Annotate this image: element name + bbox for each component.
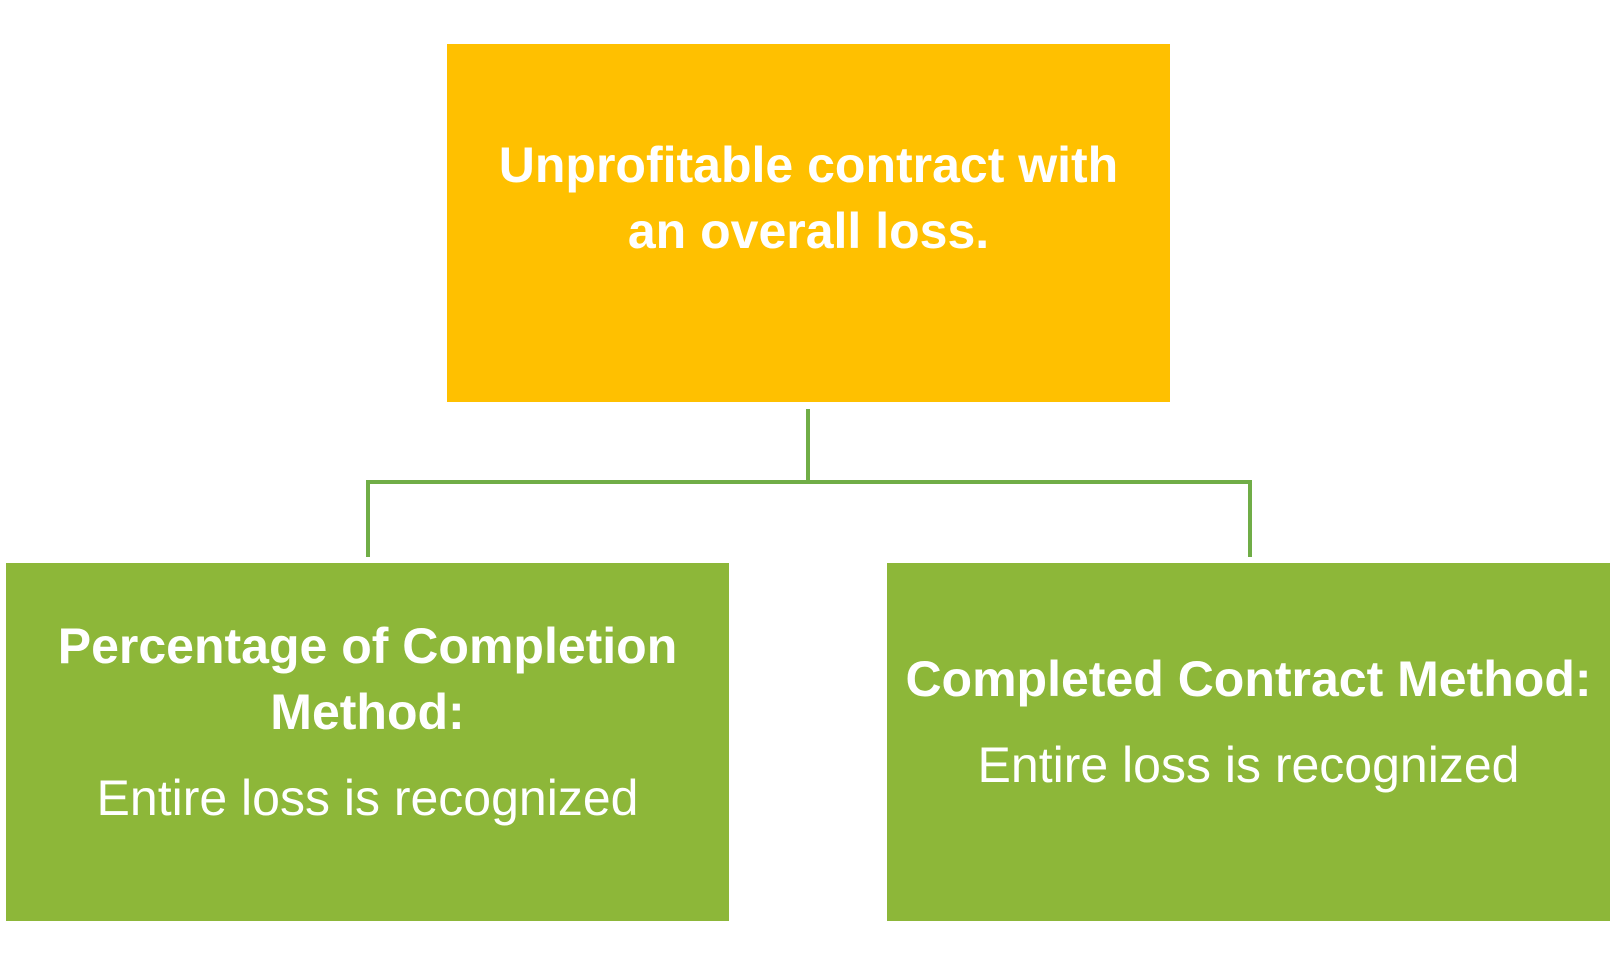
child-node-description: Entire loss is recognized: [96, 770, 639, 826]
child-node-title: Percentage of Completion Method:: [57, 618, 678, 740]
child-node-percentage-of-completion: Percentage of Completion Method: Entire …: [6, 563, 729, 921]
child-node-title: Completed Contract Method:: [905, 651, 1592, 707]
root-node-text: Unprofitable contract with an overall lo…: [498, 137, 1119, 259]
child-node-completed-contract: Completed Contract Method: Entire loss i…: [887, 563, 1610, 921]
root-node: Unprofitable contract with an overall lo…: [447, 44, 1170, 402]
child-node-description: Entire loss is recognized: [977, 737, 1520, 793]
